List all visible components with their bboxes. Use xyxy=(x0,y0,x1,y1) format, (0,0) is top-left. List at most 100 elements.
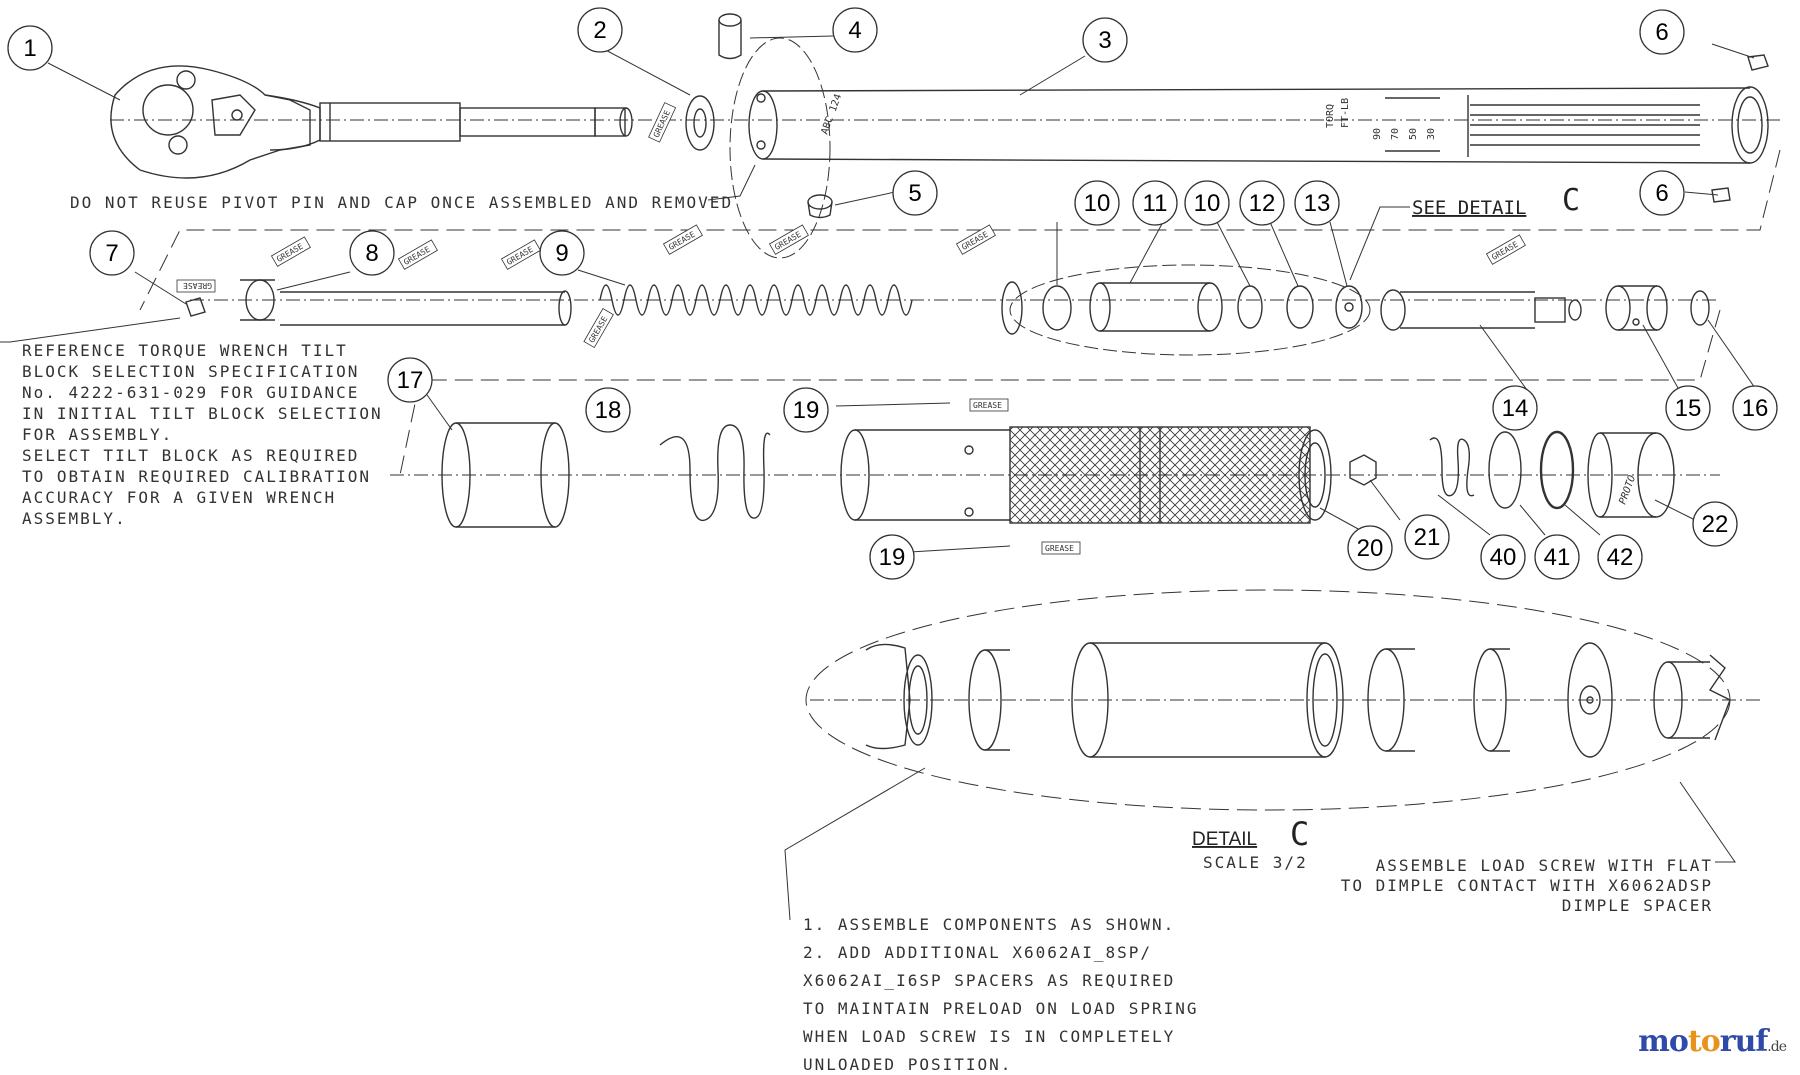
reference-note-line: SELECT TILT BLOCK AS REQUIRED xyxy=(22,446,359,465)
see-detail-text: SEE DETAIL xyxy=(1412,197,1526,219)
callout-number: 4 xyxy=(848,17,861,44)
grease-tag: GREASE xyxy=(176,279,216,293)
part-spring-40 xyxy=(1429,437,1475,497)
callout-14: 14 xyxy=(1492,385,1538,431)
callout-circle xyxy=(1597,534,1643,580)
callout-number: 19 xyxy=(879,544,906,571)
part-spacer-10a xyxy=(1042,285,1072,331)
callout-number: 2 xyxy=(593,17,606,44)
part-main-tube xyxy=(748,86,1769,164)
grease-tag-layer: GREASE GREASE GREASE GREASE GREASE GREASE GREA… xyxy=(176,102,1526,555)
callout-circle xyxy=(1639,9,1685,55)
callout-circle xyxy=(387,357,433,403)
callout-12: 12 xyxy=(1239,180,1285,226)
instruction-line: WHEN LOAD SCREW IS IN COMPLETELY xyxy=(803,1027,1175,1046)
part-main-spring xyxy=(599,281,1023,335)
center-axes xyxy=(110,119,1780,701)
reference-note-line: REFERENCE TORQUE WRENCH TILT xyxy=(22,341,348,360)
callout-21: 21 xyxy=(1404,514,1450,560)
part-ratchet-head xyxy=(110,65,633,179)
tube-mark-70: 70 xyxy=(1390,128,1401,140)
instruction-line: TO MAINTAIN PRELOAD ON LOAD SPRING xyxy=(803,999,1199,1018)
callout-2: 2 xyxy=(577,7,623,53)
callout-19: 19 xyxy=(783,387,829,433)
callout-circle xyxy=(1347,525,1393,571)
tube-mark-30: 30 xyxy=(1426,128,1437,140)
tube-mark-50: 50 xyxy=(1408,128,1419,140)
detail-title: DETAIL xyxy=(1192,829,1257,850)
instruction-line: UNLOADED POSITION. xyxy=(803,1055,1012,1071)
part-end-cap-22 xyxy=(1587,432,1675,518)
callout-circle xyxy=(7,25,53,71)
callout-number: 22 xyxy=(1702,511,1729,538)
part-spacer-tube-11 xyxy=(1089,282,1223,332)
callout-circle xyxy=(349,230,395,276)
callout-circle xyxy=(89,230,135,276)
grease-tag: GREASE xyxy=(500,239,541,270)
callout-circle xyxy=(1294,180,1340,226)
reference-note-line: TO OBTAIN REQUIRED CALIBRATION xyxy=(22,467,371,486)
callout-circle xyxy=(832,7,878,53)
grease-tag: GREASE xyxy=(583,308,614,349)
callout-15: 15 xyxy=(1665,385,1711,431)
callout-circle xyxy=(1492,385,1538,431)
callout-number: 17 xyxy=(397,367,424,394)
part-cap-6a xyxy=(1747,54,1769,71)
callout-circle xyxy=(1480,534,1526,580)
callout-19: 19 xyxy=(869,534,915,580)
part-washer-2 xyxy=(685,95,715,151)
grease-tag: GREASE xyxy=(1485,234,1526,265)
callout-16: 16 xyxy=(1732,385,1778,431)
svg-text:GREASE: GREASE xyxy=(183,281,212,290)
callout-circle xyxy=(577,7,623,53)
callout-circle xyxy=(1184,180,1230,226)
see-detail-label: SEE DETAIL C xyxy=(1412,183,1580,219)
callout-6: 6 xyxy=(1639,9,1685,55)
load-screw-note-line: ASSEMBLE LOAD SCREW WITH FLAT xyxy=(1376,856,1713,875)
callout-number: 10 xyxy=(1194,190,1221,217)
watermark-part2: to xyxy=(1687,1024,1721,1059)
detail-c-parts xyxy=(865,642,1731,758)
watermark-part3: ruf xyxy=(1719,1024,1769,1059)
grease-tag: GREASE xyxy=(397,239,438,270)
part-handle-grip xyxy=(840,426,1332,524)
grease-tag: GREASE xyxy=(662,224,703,255)
part-spacer-10b xyxy=(1237,285,1263,329)
callout-number: 5 xyxy=(908,180,921,207)
callout-1: 1 xyxy=(7,25,53,71)
callout-11: 11 xyxy=(1132,180,1178,226)
callout-17: 17 xyxy=(387,357,433,403)
callout-3: 3 xyxy=(1082,17,1128,63)
instruction-line: 2. ADD ADDITIONAL X6062AI_8SP/ xyxy=(803,943,1152,962)
callout-circle xyxy=(892,170,938,216)
load-screw-note-line: TO DIMPLE CONTACT WITH X6062ADSP xyxy=(1341,876,1713,895)
grease-tag: GREASE xyxy=(969,398,1009,412)
part-load-screw xyxy=(1380,289,1582,331)
callout-22: 22 xyxy=(1692,501,1738,547)
reference-note-line: ASSEMBLY. xyxy=(22,509,127,528)
part-cap-6b xyxy=(1711,187,1731,203)
part-pivot-cap xyxy=(807,194,833,219)
motoruf-watermark: motoruf.de xyxy=(1638,1024,1787,1059)
callout-number: 19 xyxy=(793,397,820,424)
instruction-line: 1. ASSEMBLE COMPONENTS AS SHOWN. xyxy=(803,915,1175,934)
callout-42: 42 xyxy=(1597,534,1643,580)
callout-5: 5 xyxy=(892,170,938,216)
callout-7: 7 xyxy=(89,230,135,276)
callout-circle xyxy=(1732,385,1778,431)
callout-number: 3 xyxy=(1098,27,1111,54)
part-washer-16 xyxy=(1690,290,1710,326)
callout-number: 10 xyxy=(1084,190,1111,217)
callout-number: 14 xyxy=(1502,395,1529,422)
watermark-tld: .de xyxy=(1767,1039,1787,1055)
callout-circle xyxy=(1665,385,1711,431)
tube-mark-torq: TORQ xyxy=(1325,104,1336,128)
grease-tag: GREASE xyxy=(955,224,996,255)
note-pivot-pin: DO NOT REUSE PIVOT PIN AND CAP ONCE ASSE… xyxy=(70,193,733,212)
callout-number: 11 xyxy=(1143,190,1168,217)
see-detail-letter: C xyxy=(1562,183,1580,218)
grease-tag: GREASE xyxy=(768,224,809,255)
